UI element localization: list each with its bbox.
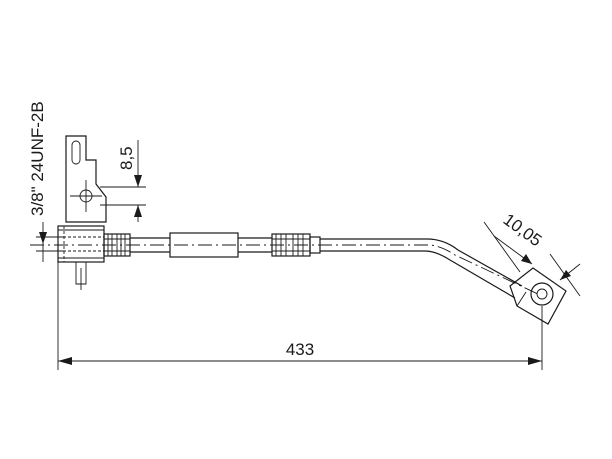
hose-body — [30, 232, 541, 299]
length-label: 433 — [286, 340, 314, 359]
hole-dim-label: 8,5 — [117, 146, 136, 170]
right-end-fitting — [509, 267, 567, 325]
end-dimension: 10,05 — [483, 210, 581, 297]
hole-dimension: 8,5 — [100, 140, 146, 222]
left-fitting — [57, 225, 105, 290]
end-dim-label: 10,05 — [500, 210, 546, 250]
left-bracket — [65, 135, 107, 223]
length-dimension: 433 — [57, 262, 543, 370]
banjo-hole — [530, 282, 554, 306]
thread-label: 3/8" 24UNF-2B — [28, 101, 47, 216]
thread-dimension: 3/8" 24UNF-2B — [28, 101, 66, 262]
